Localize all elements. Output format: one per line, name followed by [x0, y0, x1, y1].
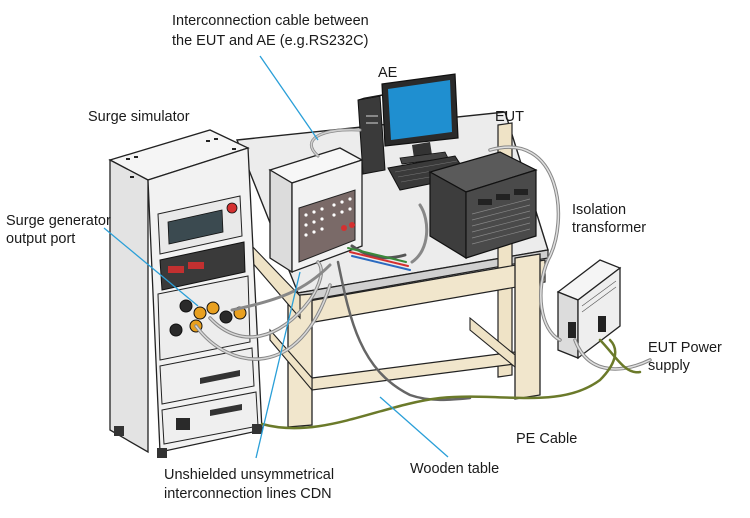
label-pe-cable: PE Cable: [516, 431, 578, 447]
isolation-transformer-icon: [556, 259, 622, 360]
label-surge-generator-line1: Surge generator: [6, 213, 111, 229]
label-surge-generator-line2: output port: [6, 231, 76, 247]
label-interconnection-cable-line1: Interconnection cable between: [172, 13, 369, 29]
label-interconnection-cable-line2: the EUT and AE (e.g.RS232C): [172, 33, 369, 49]
leader-interconnection: [259, 55, 319, 141]
label-cdn-line2: interconnection lines CDN: [164, 486, 332, 502]
cdn-box-icon: [268, 147, 364, 274]
label-surge-simulator: Surge simulator: [88, 109, 190, 125]
label-isolation-line1: Isolation: [572, 202, 627, 218]
leader-surge-port: [103, 227, 199, 307]
leader-wooden-table: [379, 396, 449, 458]
leader-cdn: [255, 271, 301, 459]
label-wooden-table: Wooden table: [410, 461, 500, 477]
label-ae: AE: [378, 65, 398, 81]
label-eut: EUT: [495, 109, 524, 125]
leader-lines: [103, 55, 449, 459]
label-isolation-line2: transformer: [572, 220, 647, 236]
label-eut-power-line2: supply: [648, 358, 690, 374]
surge-simulator-icon: [108, 129, 263, 458]
pe-cable: [260, 338, 617, 430]
label-cdn-line1: Unshielded unsymmetrical: [164, 467, 335, 483]
label-eut-power-line1: EUT Power: [648, 340, 722, 356]
cables: [194, 128, 652, 430]
eut-device-icon: [428, 151, 538, 260]
